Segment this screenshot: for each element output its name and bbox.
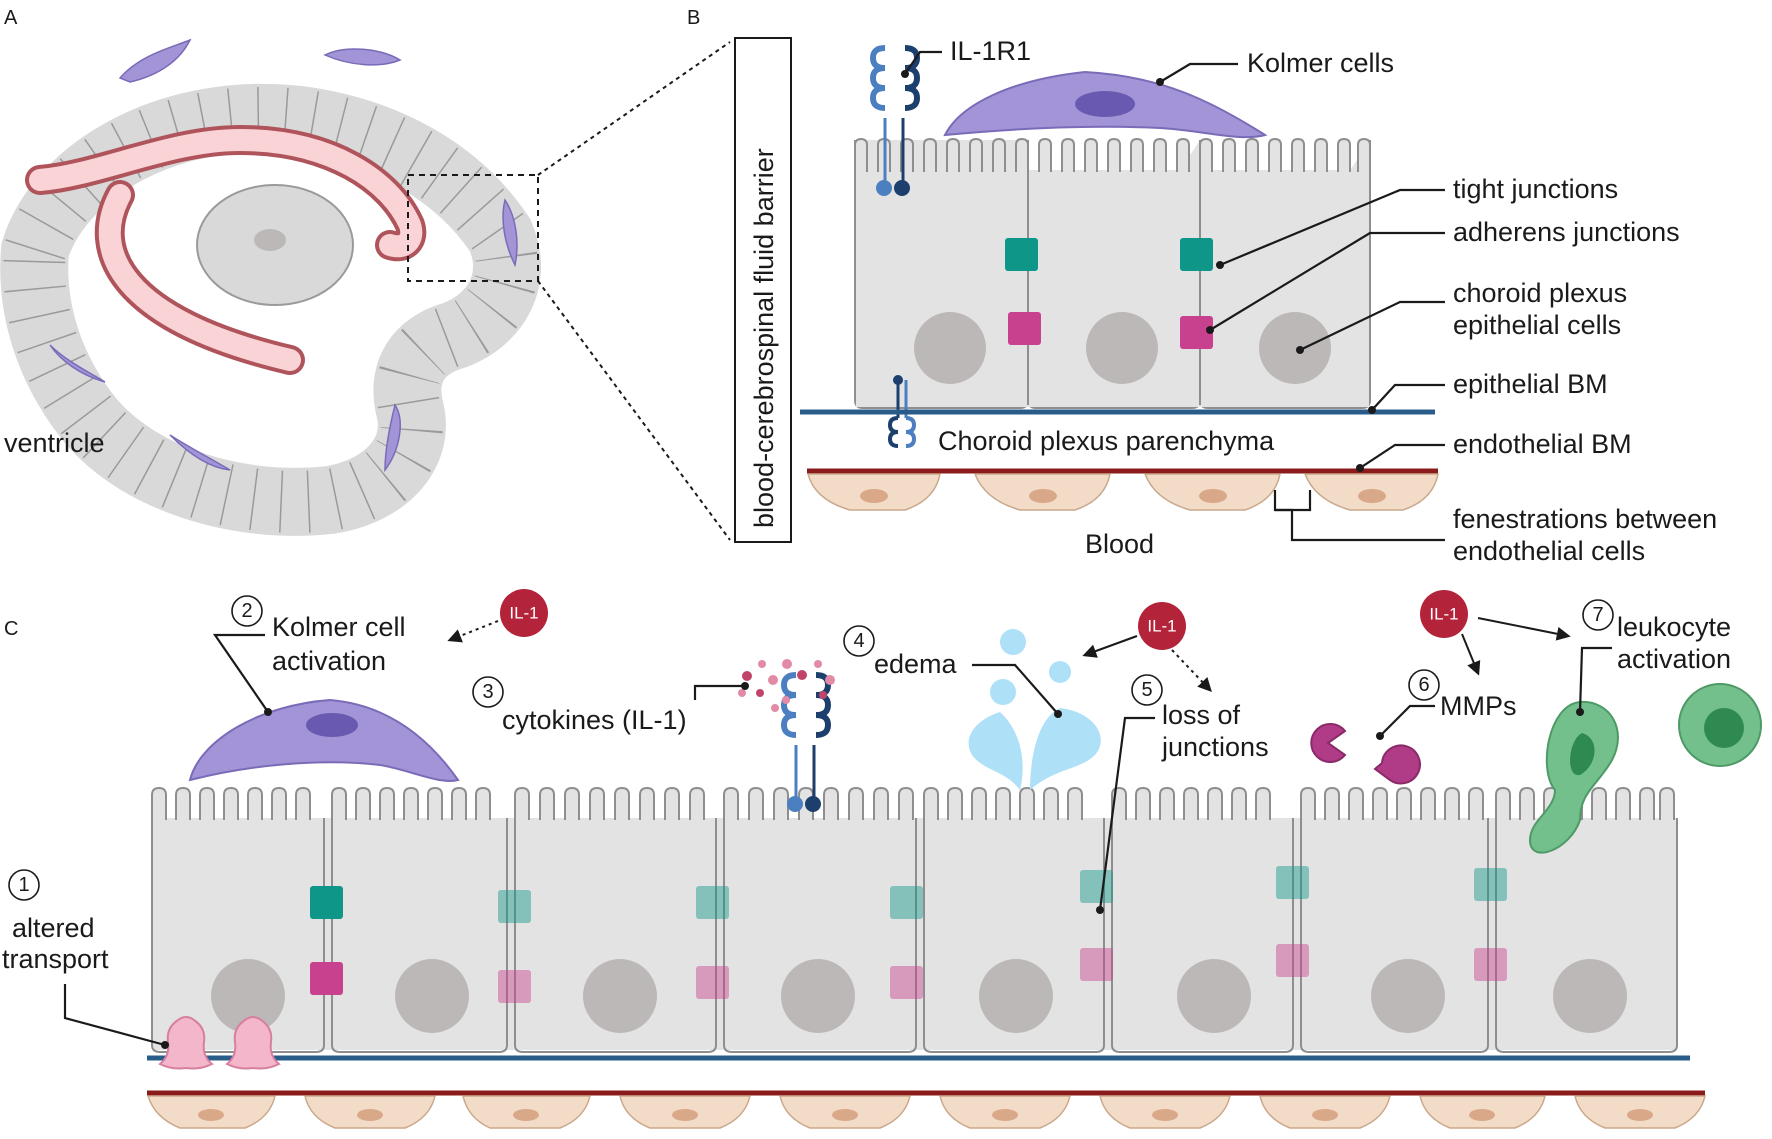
panel-b-letter: B <box>687 7 700 29</box>
step-4-number: 4 <box>853 630 864 652</box>
step-7-number: 7 <box>1592 604 1603 626</box>
tight-label: tight junctions <box>1453 174 1618 204</box>
inner-fold-nucleus <box>254 229 286 251</box>
svg-text:IL-1: IL-1 <box>1147 617 1176 636</box>
adherens-junction-b1 <box>1008 312 1041 345</box>
panel-a-letter: A <box>4 7 18 29</box>
il1r1-receptor-c <box>780 672 832 812</box>
il1-ball-1: IL-1 <box>500 589 548 637</box>
il1r1-label: IL-1R1 <box>950 36 1031 66</box>
cytokine-particles <box>738 659 835 712</box>
kolmer-nucleus-c <box>306 713 358 737</box>
step-2-number: 2 <box>241 600 252 622</box>
adherens-junction-b2 <box>1180 316 1213 349</box>
zoom-box <box>407 174 539 282</box>
step-5-number: 5 <box>1141 679 1152 701</box>
epi-cells-label-1: choroid plexus <box>1453 278 1627 308</box>
kolmer-cells-a <box>49 38 518 473</box>
barrier-title-box <box>734 37 792 543</box>
panel-b: B blood-cerebrospinal fluid barrier <box>687 7 1717 566</box>
epi-cells-label-2: epithelial cells <box>1453 310 1621 340</box>
leukocytes <box>1528 683 1762 854</box>
kolmer-label: Kolmer cells <box>1247 48 1394 78</box>
il1-ball-3: IL-1 <box>1420 590 1468 638</box>
tight-junction-b1 <box>1005 238 1038 271</box>
panel-c: C <box>2 589 1762 1129</box>
mmp-enzymes <box>1310 723 1421 785</box>
endo-bm-label: endothelial BM <box>1453 429 1632 459</box>
stroma <box>74 158 457 459</box>
parenchyma-label: Choroid plexus parenchyma <box>938 426 1275 456</box>
adherens-label: adherens junctions <box>1453 217 1680 247</box>
step-1-line2: transport <box>2 944 109 974</box>
endothelial-cells-c <box>146 1095 1706 1129</box>
kolmer-cell-c <box>188 698 460 782</box>
step-3-line1: cytokines (IL-1) <box>502 705 687 735</box>
step-2-line2: activation <box>272 646 386 676</box>
step-7-line1: leukocyte <box>1617 612 1731 642</box>
epi-bm-label: epithelial BM <box>1453 369 1608 399</box>
epithelial-cells-b <box>854 137 1371 409</box>
kolmer-nucleus-b <box>1075 91 1135 117</box>
transporters <box>158 1016 281 1070</box>
junctions-c <box>310 866 1507 1003</box>
step-2-line1: Kolmer cell <box>272 612 406 642</box>
ventricle-label: ventricle <box>4 428 105 458</box>
edema-droplets <box>968 629 1101 790</box>
tight-junction-b2 <box>1180 238 1213 271</box>
il1-ball-2: IL-1 <box>1138 602 1186 650</box>
step-5-line2: junctions <box>1161 732 1269 762</box>
fenestration-label-2: endothelial cells <box>1453 536 1645 566</box>
panel-c-letter: C <box>4 618 18 640</box>
step-1-line1: altered <box>12 913 95 943</box>
step-3-number: 3 <box>482 681 493 703</box>
step-1-number: 1 <box>18 874 29 896</box>
epithelium-cell-borders <box>3 86 538 533</box>
svg-text:IL-1: IL-1 <box>509 604 538 623</box>
step-6-line1: MMPs <box>1440 691 1517 721</box>
blood-label: Blood <box>1085 529 1154 559</box>
vessel-lumen <box>29 128 423 371</box>
step-5-line1: loss of <box>1162 700 1241 730</box>
epithelial-row-c <box>151 786 1678 1053</box>
fenestration-label-1: fenestrations between <box>1453 504 1717 534</box>
svg-text:IL-1: IL-1 <box>1429 605 1458 624</box>
endothelial-cells-b <box>807 473 1439 511</box>
step-4-line1: edema <box>874 649 958 679</box>
step-7-line2: activation <box>1617 644 1731 674</box>
step-6-number: 6 <box>1418 674 1429 696</box>
panel-a: A ventricle <box>0 7 731 541</box>
barrier-title: blood-cerebrospinal fluid barrier <box>749 148 779 528</box>
